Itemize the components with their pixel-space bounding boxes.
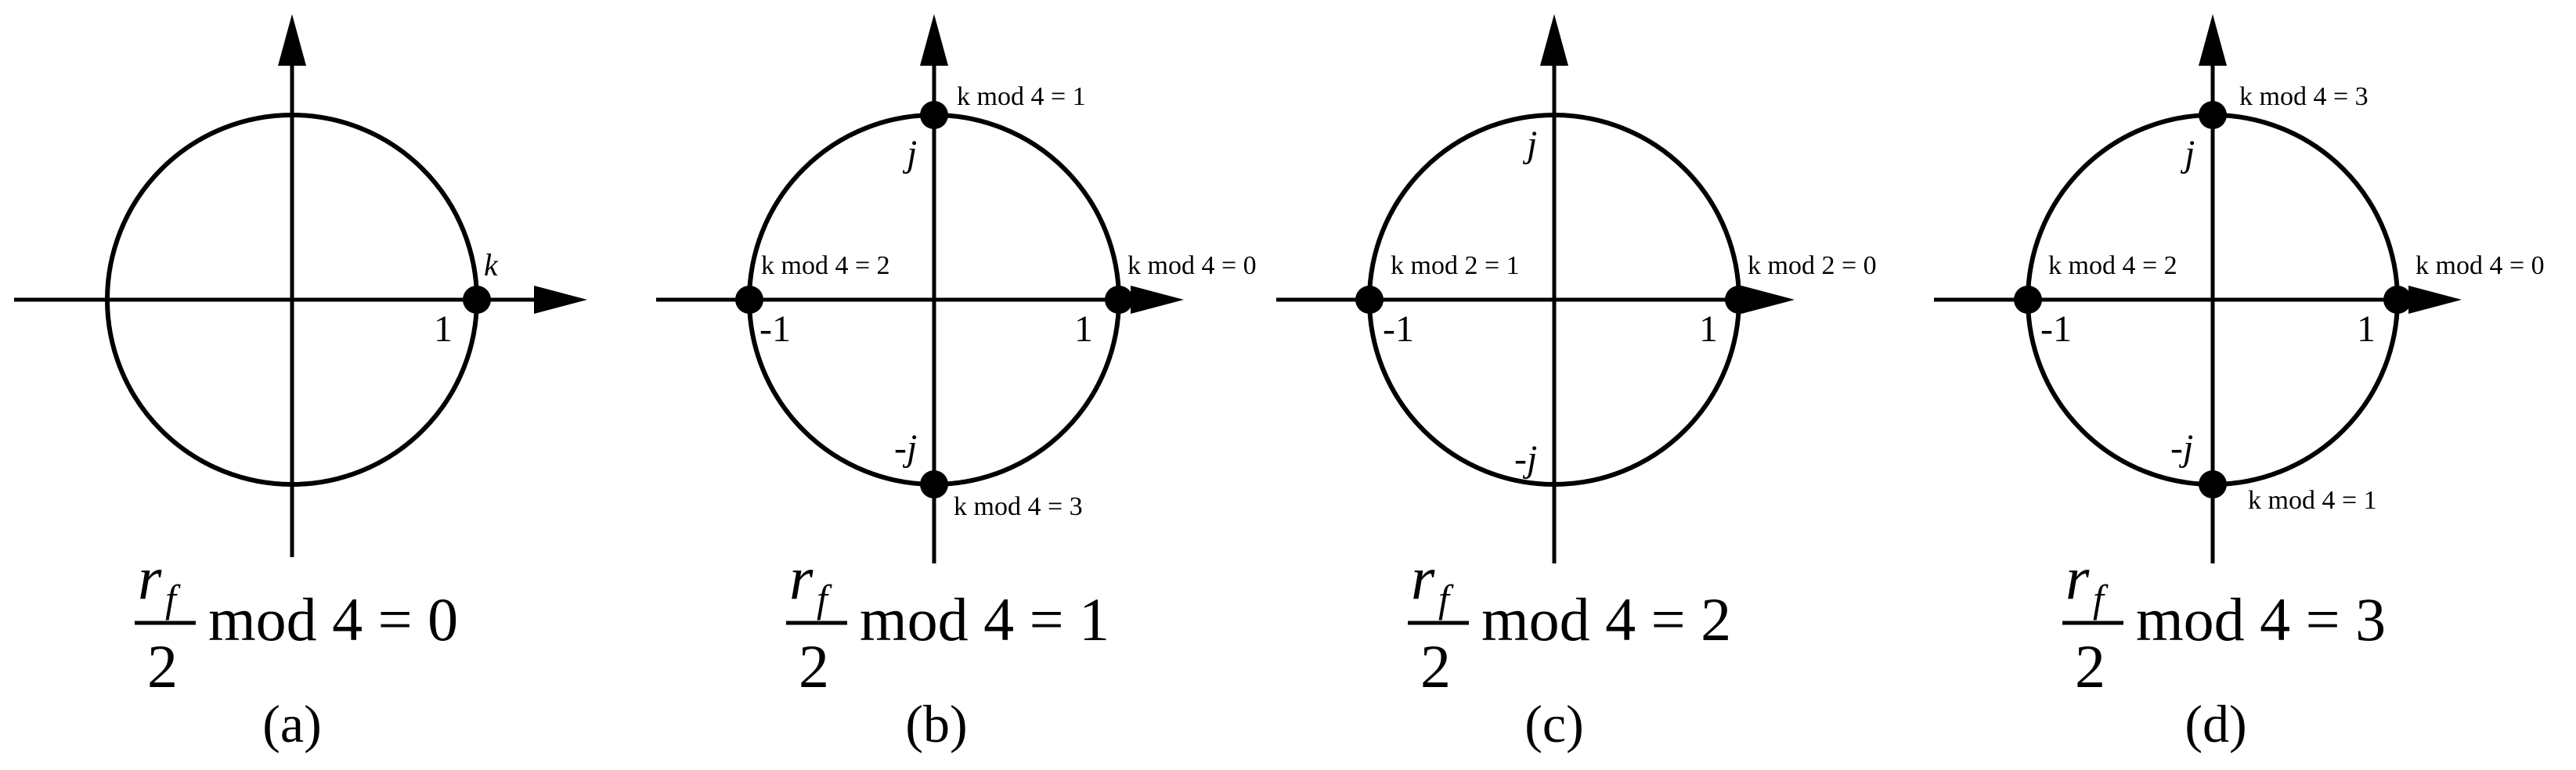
panel-a-condition-denominator: 2 (147, 632, 178, 700)
panel-b-axis-label-j: j (902, 133, 917, 175)
panel-a: k 1 r f 2 mod 4 = 0 (a) (14, 14, 587, 754)
panel-b-condition-numerator: r (789, 544, 814, 612)
panel-b-point-label-top: k mod 4 = 1 (957, 82, 1086, 111)
panel-b-condition-rhs: mod 4 = 1 (860, 585, 1109, 653)
panel-d-point-label-left: k mod 4 = 2 (2048, 251, 2177, 280)
panel-c-y-arrow-icon (1540, 14, 1568, 66)
panel-b-condition-denominator: 2 (799, 632, 829, 700)
panel-d-x-arrow-icon (2408, 286, 2462, 314)
panel-b-axis-label-minus-1: -1 (759, 308, 791, 350)
panel-b-point-right (1105, 286, 1133, 314)
panel-b-axis-label-1: 1 (1074, 308, 1093, 350)
panel-d-y-arrow-icon (2199, 14, 2227, 66)
panel-d-condition-numerator: r (2065, 544, 2090, 612)
panel-c-axis-label-1: 1 (1699, 308, 1718, 350)
panel-b-axis-label-minus-j: -j (894, 427, 917, 469)
panel-d-axis-label-1: 1 (2357, 308, 2376, 350)
panel-b-point-left (735, 286, 763, 314)
panel-b-condition-subscript: f (817, 577, 832, 621)
panel-d-axis-label-minus-1: -1 (2040, 308, 2072, 350)
panel-c-condition-denominator: 2 (1420, 632, 1451, 700)
panel-a-point-label-k: k (484, 247, 499, 282)
panel-d-point-bottom (2199, 470, 2227, 498)
panel-d-caption: (d) (2185, 694, 2246, 754)
panel-c-point-label-right: k mod 2 = 0 (1748, 251, 1877, 280)
panel-c-point-label-left: k mod 2 = 1 (1391, 251, 1520, 280)
panel-c-condition-subscript: f (1438, 577, 1454, 621)
panel-b-y-arrow-icon (920, 14, 948, 66)
panel-b-point-label-right: k mod 4 = 0 (1127, 251, 1257, 280)
panel-a-y-arrow-icon (278, 14, 306, 66)
panel-c-caption: (c) (1524, 694, 1583, 754)
panel-a-caption: (a) (262, 694, 321, 754)
panel-b-x-arrow-icon (1131, 286, 1184, 314)
panel-b-point-bottom (920, 470, 948, 498)
panel-d-condition-subscript: f (2093, 577, 2109, 621)
panel-a-point-1 (463, 286, 491, 314)
panel-b: k mod 4 = 0 k mod 4 = 1 k mod 4 = 2 k mo… (656, 14, 1257, 754)
panel-c-axis-label-j: j (1522, 124, 1537, 165)
panel-d-axis-label-j: j (2180, 133, 2195, 175)
panel-c-axis-label-minus-j: -j (1514, 438, 1537, 480)
panel-c-axis-label-minus-1: -1 (1383, 308, 1414, 350)
panel-d: k mod 4 = 0 k mod 4 = 3 k mod 4 = 2 k mo… (1934, 14, 2545, 754)
panel-d-point-right (2383, 286, 2412, 314)
panel-d-condition-rhs: mod 4 = 3 (2136, 585, 2386, 653)
panel-a-axis-label-1: 1 (434, 308, 453, 350)
panel-a-condition-subscript: f (165, 577, 181, 621)
panel-b-point-label-bottom: k mod 4 = 3 (954, 492, 1083, 521)
panel-c-condition-rhs: mod 4 = 2 (1481, 585, 1731, 653)
panel-c-point-right (1725, 286, 1753, 314)
panel-c: k mod 2 = 0 k mod 2 = 1 1 -1 j -j r f 2 … (1276, 14, 1877, 754)
panel-d-point-label-bottom: k mod 4 = 1 (2248, 486, 2377, 515)
panel-a-condition-numerator: r (138, 544, 162, 612)
panel-b-caption: (b) (905, 694, 967, 754)
panel-c-point-left (1355, 286, 1384, 314)
panel-d-point-label-right: k mod 4 = 0 (2415, 251, 2545, 280)
panel-c-x-arrow-icon (1741, 286, 1795, 314)
panel-c-condition-numerator: r (1411, 544, 1435, 612)
panel-a-x-arrow-icon (534, 286, 587, 314)
panel-d-axis-label-minus-j: -j (2170, 427, 2193, 469)
panel-d-point-label-top: k mod 4 = 3 (2239, 82, 2369, 111)
panel-a-condition-rhs: mod 4 = 0 (208, 585, 458, 653)
panel-b-point-top (920, 101, 948, 129)
panel-d-point-left (2014, 286, 2042, 314)
panel-b-point-label-left: k mod 4 = 2 (761, 251, 890, 280)
panel-d-point-top (2199, 101, 2227, 129)
panel-d-condition-denominator: 2 (2075, 632, 2105, 700)
